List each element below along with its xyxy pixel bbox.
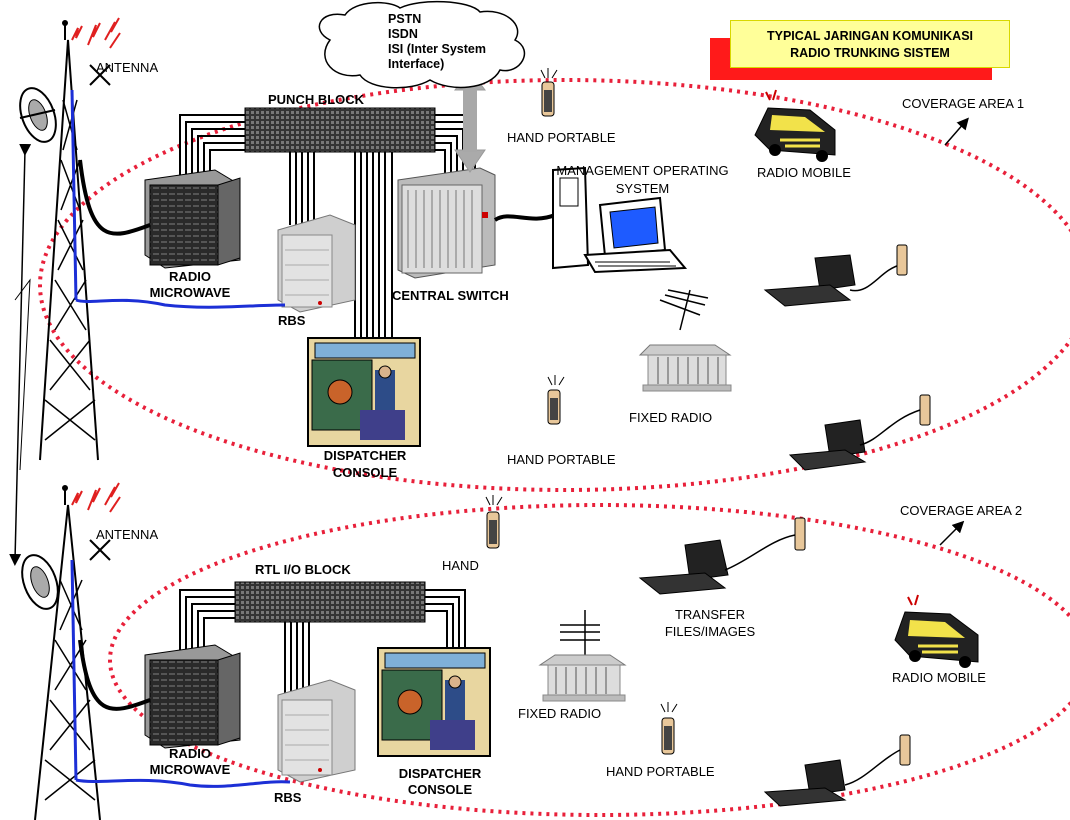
radio-mobile-car-1 (754, 89, 836, 162)
radio-microwave-rack-1 (78, 159, 241, 269)
radio-microwave-1-label-2: MICROWAVE (149, 285, 231, 300)
mos-label-1: MANAGEMENT OPERATING (556, 163, 729, 178)
laptop-3 (638, 517, 806, 595)
central-switch-label: CENTRAL SWITCH (392, 288, 509, 303)
coax-2 (75, 778, 291, 788)
laptop-1 (763, 244, 908, 307)
radio-microwave-rack-2 (78, 639, 241, 749)
pstn-cloud (318, 0, 526, 89)
rbs-2-label: RBS (274, 790, 302, 805)
cloud-line-1: PSTN (388, 12, 422, 26)
hand-portable-2-label: HAND PORTABLE (507, 452, 616, 467)
dispatcher-2-label-1: DISPATCHER (398, 766, 482, 781)
diagram-title: TYPICAL JARINGAN KOMUNIKASI RADIO TRUNKI… (730, 20, 1010, 68)
hand-portable-4-label: HAND PORTABLE (606, 764, 715, 779)
laptop-4 (763, 734, 911, 807)
dispatcher-1-label-1: DISPATCHER (323, 448, 407, 463)
coverage-area-1-boundary (38, 78, 1070, 492)
antenna-1-label: ANTENNA (96, 60, 159, 75)
rtl-io-block-label: RTL I/O BLOCK (255, 562, 351, 577)
title-line-1: TYPICAL JARINGAN KOMUNIKASI (766, 29, 974, 43)
laptop-2 (788, 394, 931, 471)
transfer-label-1: TRANSFER (674, 607, 746, 622)
cloud-line-3: ISI (Inter System (388, 42, 486, 56)
hand-portable-1-label: HAND PORTABLE (507, 130, 616, 145)
microwave-link (9, 143, 32, 566)
radio-mobile-car-2 (894, 594, 979, 668)
dispatcher-console-1 (307, 337, 421, 447)
hand-radio-3 (485, 495, 503, 549)
dispatcher-1-label-2: CONSOLE (332, 465, 398, 480)
coverage-area-2-label: COVERAGE AREA 2 (900, 503, 1023, 518)
coverage-area-2-boundary (108, 503, 1070, 817)
hand-portable-1 (540, 68, 558, 117)
antenna-2-label: ANTENNA (96, 527, 159, 542)
rbs-1 (277, 214, 356, 313)
fixed-radio-1-label: FIXED RADIO (629, 410, 713, 425)
rbs-2 (277, 679, 356, 783)
rtl-io-block (234, 581, 426, 623)
dispatcher-console-2 (377, 647, 491, 757)
radio-microwave-2-label-2: MICROWAVE (149, 762, 231, 777)
rbs-1-label: RBS (278, 313, 306, 328)
cable-bundle-2 (179, 589, 466, 705)
cloud-line-4: Interface) (388, 57, 445, 71)
radio-microwave-2-label-1: RADIO (169, 746, 211, 761)
antenna-tower-2 (21, 482, 121, 820)
cloud-line-2: ISDN (388, 27, 418, 41)
hand-portable-4 (660, 702, 678, 755)
title-line-2: RADIO TRUNKING SISTEM (790, 46, 950, 60)
transfer-label-2: FILES/IMAGES (664, 624, 756, 639)
mos-label-2: SYSTEM (615, 181, 670, 196)
hand-label: HAND (442, 558, 479, 573)
central-switch (397, 167, 496, 279)
punch-block-label: PUNCH BLOCK (268, 92, 365, 107)
fixed-radio-2-label: FIXED RADIO (518, 706, 602, 721)
punch-block (244, 107, 436, 153)
management-operating-system (493, 166, 688, 274)
pstn-cloud-label: PSTN ISDN ISI (Inter System Interface) (388, 12, 486, 72)
dispatcher-2-label-2: CONSOLE (407, 782, 473, 797)
radio-microwave-1-label-1: RADIO (169, 269, 211, 284)
radio-mobile-2-label: RADIO MOBILE (892, 670, 986, 685)
radio-mobile-1-label: RADIO MOBILE (757, 165, 851, 180)
fixed-radio-2 (538, 610, 627, 702)
antenna-tower-1 (19, 17, 121, 461)
coverage-area-1-label: COVERAGE AREA 1 (902, 96, 1025, 111)
fixed-radio-1 (638, 289, 732, 392)
hand-portable-2 (547, 375, 565, 425)
coax-1 (75, 298, 286, 309)
